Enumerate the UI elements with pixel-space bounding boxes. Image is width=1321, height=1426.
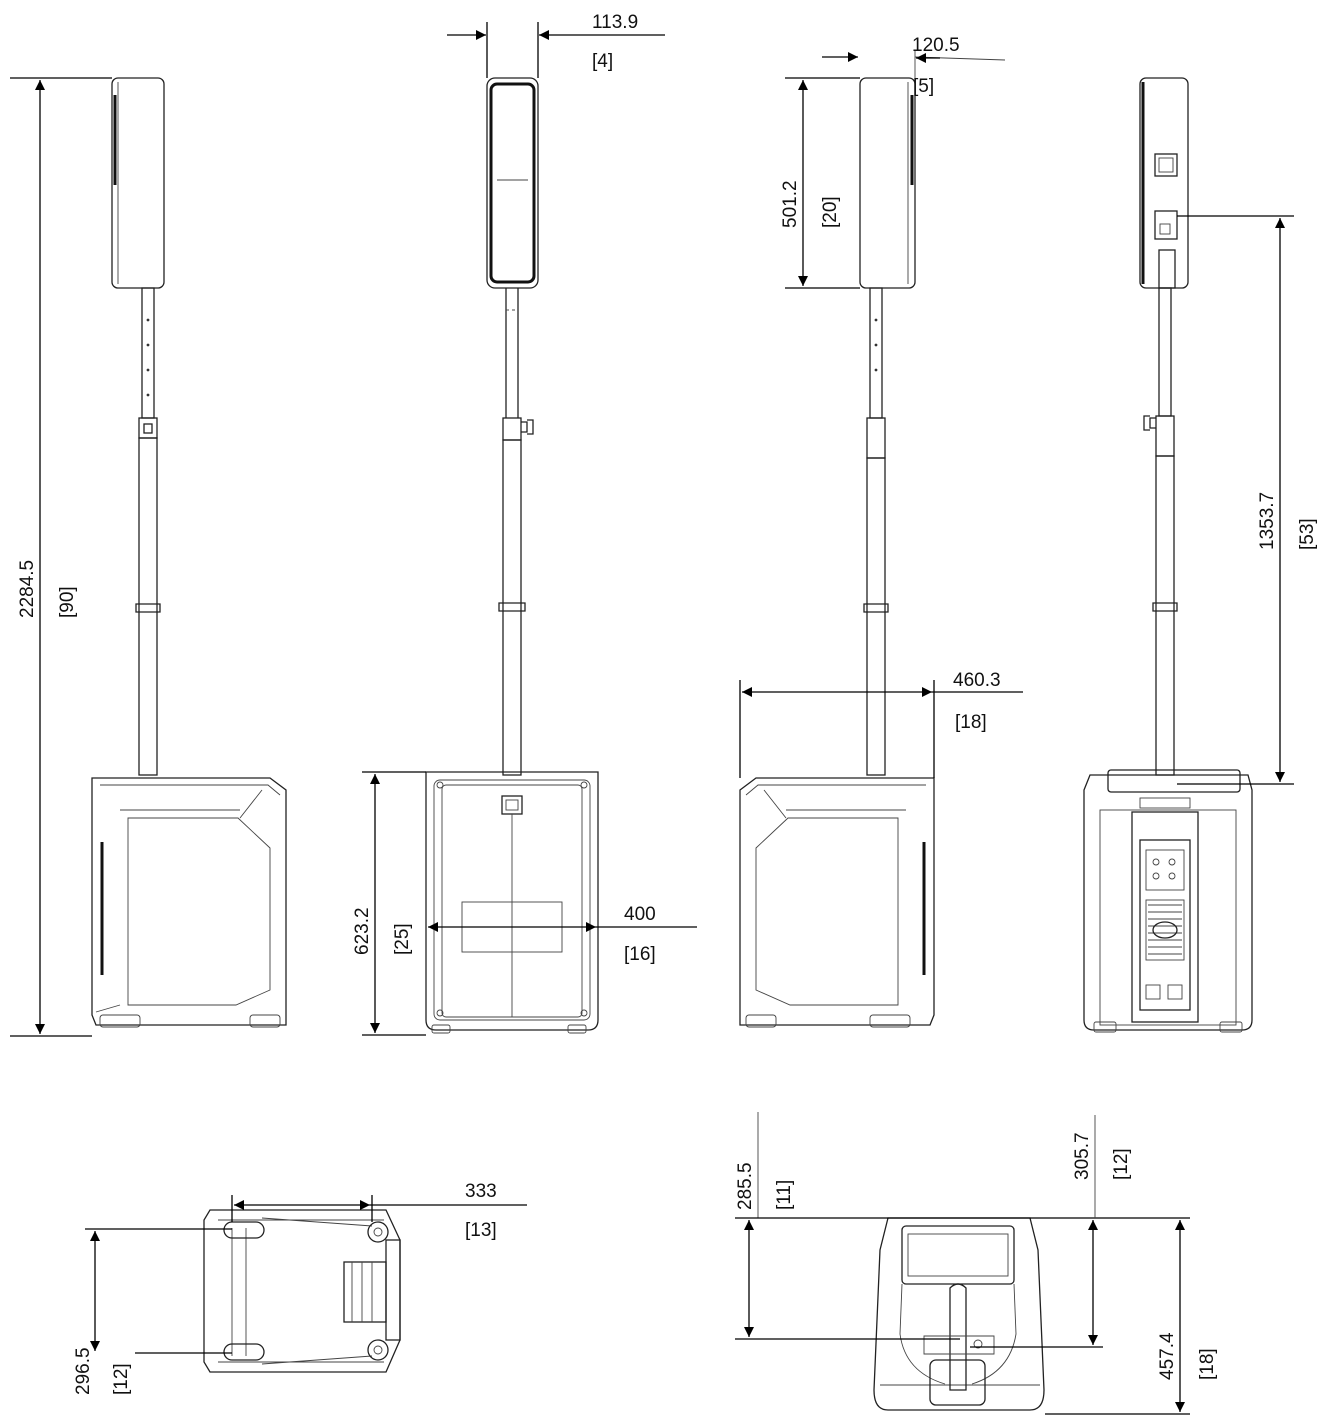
handle-offset-a-mm: 285.5 — [735, 1162, 756, 1210]
feet-spacing-y-in: [12] — [111, 1363, 132, 1395]
dim-top-width-side: 120.5 [5] — [822, 35, 1006, 97]
side-view-left — [91, 77, 287, 1028]
dim-sub-width: 400 [16] — [428, 904, 697, 965]
dim-base-depth: 457.4 [18] — [1045, 1217, 1218, 1415]
dim-handle-offset-a: 285.5 [11] — [735, 1112, 1100, 1340]
feet-spacing-x-mm: 333 — [465, 1181, 497, 1202]
top-width-front-in: [4] — [592, 51, 613, 72]
rear-view — [1083, 77, 1253, 1033]
dim-pole-height: 1353.7 [53] — [1177, 215, 1318, 785]
top-speaker-height-in: [20] — [820, 196, 841, 228]
bottom-view — [203, 1209, 401, 1373]
top-speaker-height-mm: 501.2 — [780, 180, 801, 228]
dim-top-width-front: 113.9 [4] — [447, 12, 665, 78]
total-height-in: [90] — [57, 586, 78, 618]
feet-spacing-x-in: [13] — [465, 1220, 497, 1241]
dim-feet-spacing-y: 296.5 [12] — [73, 1228, 232, 1395]
dim-handle-offset-b: 305.7 [12] — [970, 1115, 1132, 1348]
base-depth-mm: 457.4 — [1157, 1332, 1178, 1380]
sub-height-in: [25] — [392, 923, 413, 955]
sub-depth-mm: 460.3 — [953, 670, 1001, 691]
top-width-side-mm: 120.5 — [912, 35, 960, 56]
top-view — [873, 1217, 1045, 1411]
base-depth-in: [18] — [1197, 1348, 1218, 1380]
dim-feet-spacing-x: 333 [13] — [231, 1181, 527, 1241]
top-width-side-in: [5] — [913, 76, 934, 97]
dim-sub-height: 623.2 [25] — [352, 771, 426, 1036]
dim-top-speaker-height: 501.2 [20] — [780, 77, 860, 289]
total-height-mm: 2284.5 — [17, 560, 38, 618]
dim-sub-depth: 460.3 [18] — [739, 670, 1023, 778]
front-view — [425, 77, 599, 1034]
sub-width-mm: 400 — [624, 904, 656, 925]
pole-height-in: [53] — [1297, 518, 1318, 550]
top-width-front-mm: 113.9 — [592, 12, 638, 33]
feet-spacing-y-mm: 296.5 — [73, 1347, 94, 1395]
dim-total-height: 2284.5 [90] — [10, 77, 112, 1037]
handle-offset-b-in: [12] — [1111, 1148, 1132, 1180]
side-view-right — [739, 77, 935, 1028]
handle-offset-b-mm: 305.7 — [1072, 1132, 1093, 1180]
sub-depth-in: [18] — [955, 712, 987, 733]
pole-height-mm: 1353.7 — [1257, 492, 1278, 550]
sub-height-mm: 623.2 — [352, 907, 373, 955]
sub-width-in: [16] — [624, 944, 656, 965]
handle-offset-a-in: [11] — [774, 1180, 795, 1210]
